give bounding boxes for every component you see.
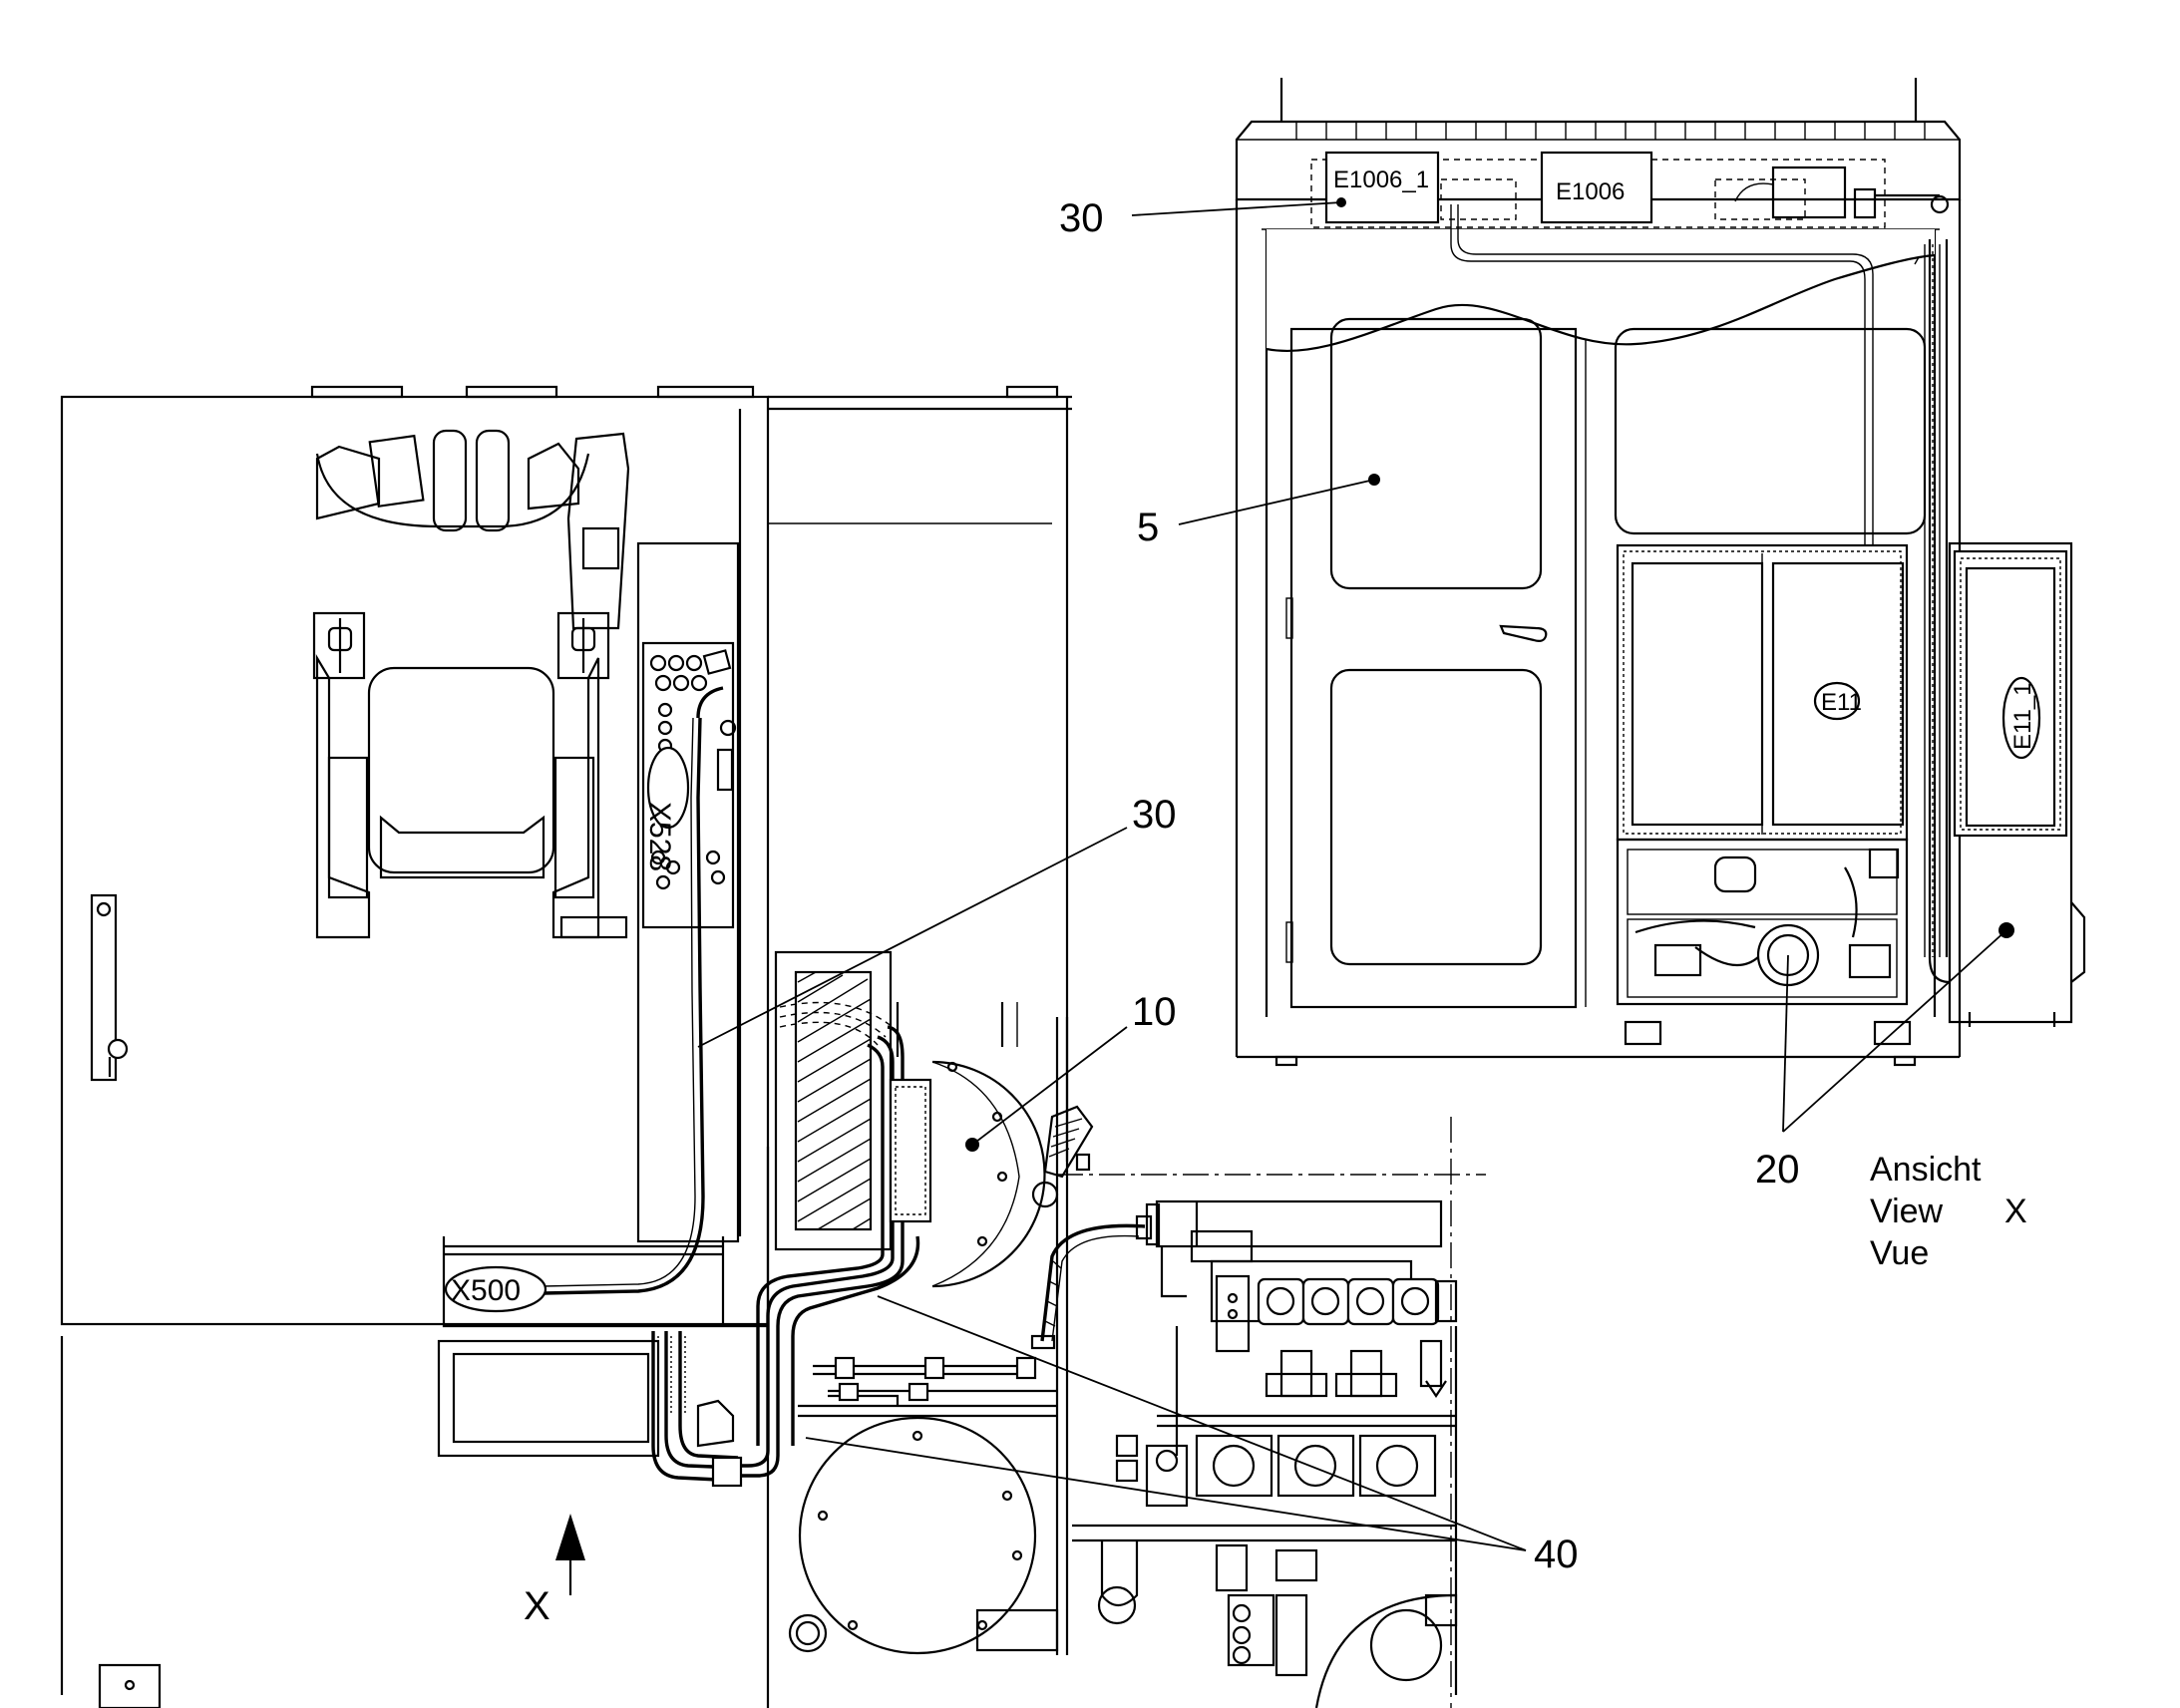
e11-1-unit bbox=[1953, 549, 2068, 838]
x528-label: X528 bbox=[643, 802, 676, 871]
view-label: Ansicht View X Vue bbox=[1870, 1151, 2027, 1272]
e11-label: E11 bbox=[1821, 689, 1862, 716]
view-label-line2-word: View bbox=[1870, 1193, 1944, 1230]
machine-center bbox=[651, 950, 1094, 1708]
callouts: 30 5 30 10 20 40 bbox=[1059, 196, 1800, 1576]
valve-block bbox=[1257, 1277, 1440, 1326]
callout-30-top: 30 bbox=[1059, 196, 1104, 240]
cab-plan-view: X528 X500 bbox=[60, 385, 1072, 1708]
view-label-line1: Ansicht bbox=[1870, 1151, 1982, 1189]
e1006-1-label: E1006_1 bbox=[1333, 167, 1429, 193]
callout-5: 5 bbox=[1137, 506, 1159, 549]
callout-40: 40 bbox=[1534, 1533, 1579, 1576]
lower-flange bbox=[798, 1416, 1037, 1655]
connector-x500 bbox=[444, 1265, 547, 1313]
view-arrow-x: X bbox=[524, 1514, 585, 1628]
e1006-label: E1006 bbox=[1556, 178, 1625, 205]
leader-lines bbox=[697, 201, 2007, 1551]
e1006-1-box bbox=[1324, 151, 1440, 224]
callout-10: 10 bbox=[1132, 990, 1177, 1034]
roof-ribs bbox=[1295, 122, 1926, 140]
panel-buttons bbox=[649, 649, 737, 890]
hose-sleeve bbox=[889, 1078, 932, 1223]
hatched-plate bbox=[797, 971, 872, 1230]
view-label-line2-letter: X bbox=[2004, 1193, 2027, 1230]
e11-1-label: E11_1 bbox=[2009, 682, 2036, 750]
callout-30-mid: 30 bbox=[1132, 793, 1177, 837]
x500-label: X500 bbox=[451, 1274, 521, 1307]
cabinet-view-x: E1006_1 E1006 bbox=[1235, 78, 2086, 1067]
view-arrow-letter: X bbox=[524, 1584, 550, 1628]
operator-seat bbox=[367, 666, 555, 874]
view-label-line3: Vue bbox=[1870, 1234, 1929, 1272]
machine-lower-right bbox=[1030, 1117, 1486, 1708]
callout-20: 20 bbox=[1755, 1148, 1800, 1192]
e1006-box bbox=[1540, 151, 1653, 224]
cabinet-door bbox=[1289, 327, 1578, 1009]
